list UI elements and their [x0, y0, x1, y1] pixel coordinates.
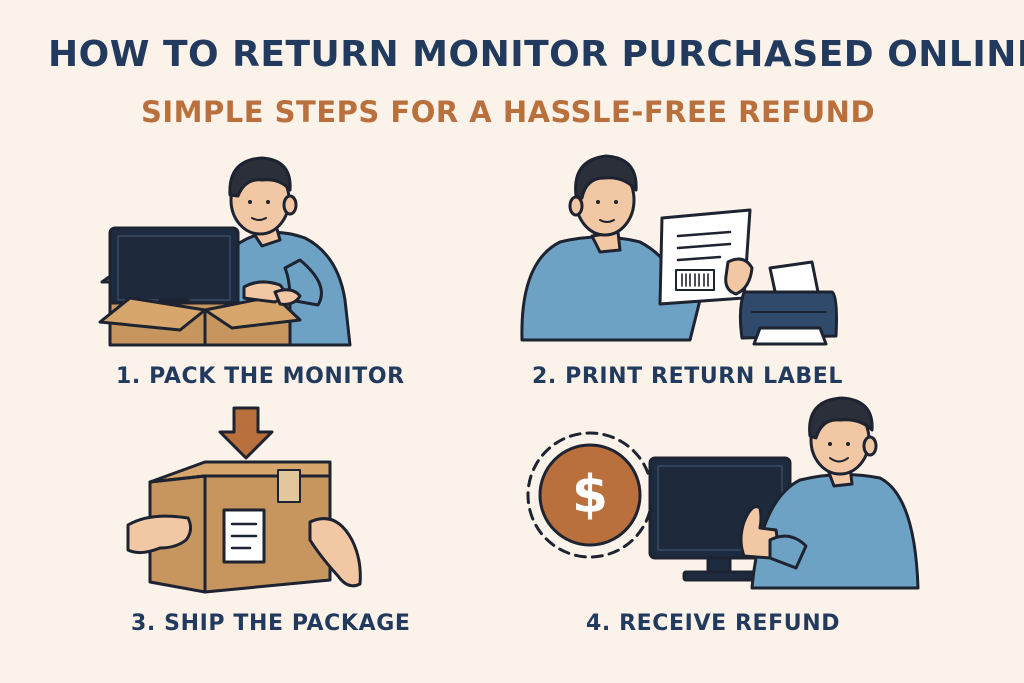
page-title: HOW TO RETURN MONITOR PURCHASED ONLINE:: [48, 34, 1024, 75]
print-label-illustration: [520, 154, 838, 346]
page-subtitle: SIMPLE STEPS FOR A HASSLE-FREE REFUND: [141, 95, 876, 129]
step-1-label: 1. PACK THE MONITOR: [116, 364, 405, 389]
step-4-label: 4. RECEIVE REFUND: [586, 611, 841, 636]
ship-package-illustration: [126, 406, 362, 594]
step-2-label: 2. PRINT RETURN LABEL: [532, 364, 843, 389]
receive-refund-illustration: [526, 396, 920, 590]
refund-coin: [538, 443, 642, 547]
pack-monitor-illustration: [98, 156, 352, 347]
step-3-label: 3. SHIP THE PACKAGE: [131, 611, 411, 636]
refund-dollar-symbol: $: [571, 465, 609, 525]
